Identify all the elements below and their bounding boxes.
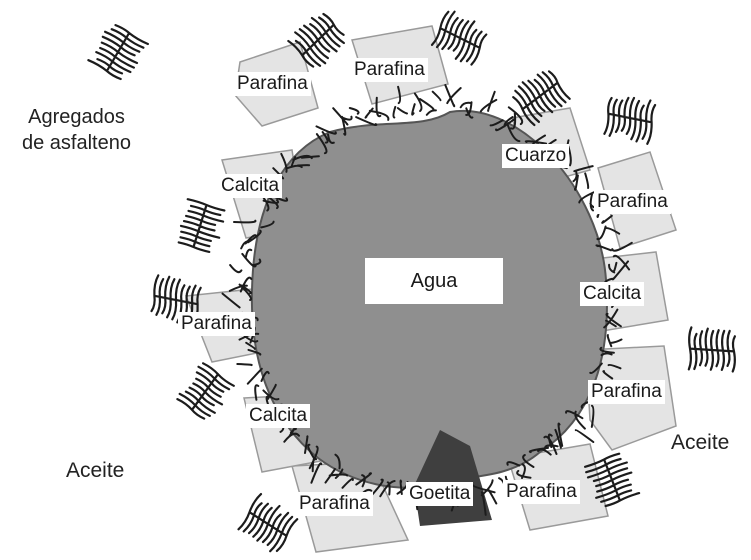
asphaltene-aggregate-cluster <box>239 494 298 551</box>
label-parafina-right-upper: Parafina <box>594 190 671 214</box>
asphaltene-label-line1: Agregados <box>22 104 131 130</box>
asphaltene-label-line2: de asfalteno <box>22 130 131 156</box>
label-calcita-right: Calcita <box>580 282 644 306</box>
label-cuarzo: Cuarzo <box>502 144 569 168</box>
water-label: Agua <box>365 258 503 304</box>
label-calcita-left-upper: Calcita <box>218 174 282 198</box>
label-parafina-bottom-left: Parafina <box>296 492 373 516</box>
asphaltene-aggregate-label: Agregados de asfalteno <box>22 104 131 156</box>
asphaltene-aggregate-cluster <box>689 327 735 371</box>
asphaltene-aggregate-cluster <box>604 98 655 144</box>
oil-label-left: Aceite <box>66 458 124 483</box>
label-parafina-top-left: Parafina <box>234 72 311 96</box>
asphaltene-aggregate-cluster <box>177 363 233 418</box>
label-calcita-left-lower: Calcita <box>246 404 310 428</box>
label-parafina-bottom-right: Parafina <box>503 480 580 504</box>
label-parafina-right-lower: Parafina <box>588 380 665 404</box>
label-parafina-left: Parafina <box>178 312 255 336</box>
label-goetita: Goetita <box>406 482 473 506</box>
oil-label-right: Aceite <box>671 430 729 455</box>
asphaltene-aggregate-cluster <box>88 25 147 79</box>
label-parafina-top-center: Parafina <box>351 58 428 82</box>
asphaltene-aggregate-cluster <box>179 199 225 252</box>
